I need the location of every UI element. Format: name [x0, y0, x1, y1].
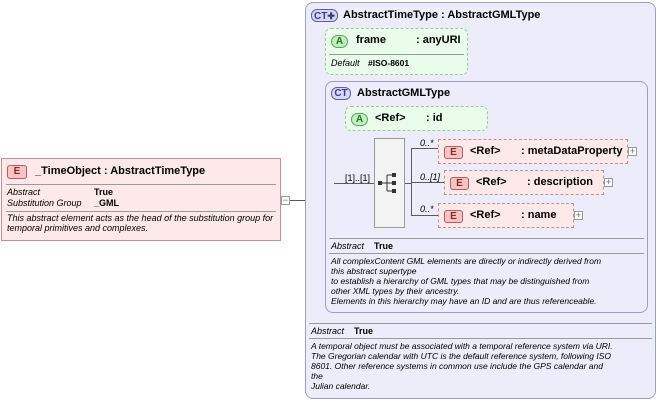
abstract-key: Abstract	[311, 326, 345, 336]
substitution-group-key: Substitution Group	[7, 198, 82, 208]
name-element[interactable]: E <Ref> : name	[438, 203, 574, 228]
default-key: Default	[331, 58, 360, 68]
frame-attribute[interactable]: A frame : anyURI Default #ISO-8601	[325, 28, 468, 75]
connector-line	[411, 182, 444, 183]
complex-type-title: AbstractTimeType : AbstractGMLType	[343, 9, 541, 21]
sequence-compositor[interactable]	[374, 138, 405, 228]
collapse-toggle[interactable]: −	[281, 196, 290, 205]
id-attribute[interactable]: A <Ref> : id	[345, 106, 488, 131]
element-badge: E	[444, 146, 463, 159]
abstract-key: Abstract	[331, 241, 365, 251]
divider	[329, 253, 644, 254]
attribute-badge: A	[331, 35, 348, 48]
connector-line	[411, 215, 438, 216]
description-element[interactable]: E <Ref> : description	[444, 170, 604, 195]
child-multiplicity: 0..*	[420, 204, 434, 214]
divider	[6, 184, 276, 185]
element-badge: E	[7, 165, 27, 179]
divider	[6, 211, 276, 212]
connector-line	[411, 148, 438, 149]
plus-icon: +	[575, 210, 582, 220]
element-documentation: This abstract element acts as the head o…	[7, 213, 274, 233]
child-multiplicity: 0..*	[420, 138, 434, 148]
type-documentation: All complexContent GML elements are dire…	[331, 256, 602, 306]
time-object-element[interactable]: E _TimeObject : AbstractTimeType Abstrac…	[1, 158, 281, 241]
attribute-badge: A	[351, 113, 368, 126]
attribute-name: frame	[356, 34, 386, 46]
element-ref: <Ref>	[470, 145, 501, 157]
divider	[309, 323, 652, 324]
sequence-icon	[378, 173, 396, 193]
element-title: _TimeObject : AbstractTimeType	[35, 165, 206, 177]
plus-icon: +	[605, 177, 612, 187]
connector-line	[334, 183, 374, 184]
metadata-property-element[interactable]: E <Ref> : metaDataProperty	[438, 139, 628, 164]
minus-icon: −	[282, 195, 289, 205]
plus-icon: +	[629, 146, 636, 156]
extension-icon: ✚	[327, 11, 335, 21]
abstract-time-type-box[interactable]: CT✚ AbstractTimeType : AbstractGMLType A…	[305, 2, 656, 399]
abstract-value: True	[354, 326, 374, 336]
abstract-value: True	[94, 187, 114, 197]
complex-type-badge: CT	[331, 87, 351, 100]
connector-line	[405, 183, 411, 184]
abstract-key: Abstract	[7, 187, 41, 197]
abstract-gml-type-box[interactable]: CT AbstractGMLType A <Ref> : id [1]..[1]	[325, 81, 648, 313]
sequence-multiplicity: [1]..[1]	[345, 173, 371, 183]
attribute-name: <Ref>	[375, 112, 406, 124]
divider	[329, 238, 644, 239]
element-type: : name	[521, 209, 557, 221]
element-type: : description	[527, 176, 594, 188]
expand-toggle[interactable]: +	[604, 178, 613, 187]
type-documentation: A temporal object must be associated wit…	[311, 341, 613, 391]
attribute-type: : id	[426, 112, 443, 124]
element-badge: E	[450, 177, 469, 190]
complex-type-title: AbstractGMLType	[357, 87, 451, 99]
substitution-group-value: _GML	[94, 198, 120, 208]
connector-line	[290, 200, 314, 201]
divider	[329, 54, 464, 55]
divider	[309, 338, 652, 339]
child-multiplicity: 0..[1]	[420, 172, 441, 182]
complex-type-badge: CT✚	[311, 9, 338, 22]
element-ref: <Ref>	[476, 176, 507, 188]
attribute-type: : anyURI	[416, 34, 461, 46]
expand-toggle[interactable]: +	[628, 147, 637, 156]
abstract-value: True	[374, 241, 394, 251]
element-ref: <Ref>	[470, 209, 501, 221]
element-type: : metaDataProperty	[521, 145, 623, 157]
default-value: #ISO-8601	[368, 58, 410, 68]
expand-toggle[interactable]: +	[574, 211, 583, 220]
element-badge: E	[444, 210, 463, 223]
